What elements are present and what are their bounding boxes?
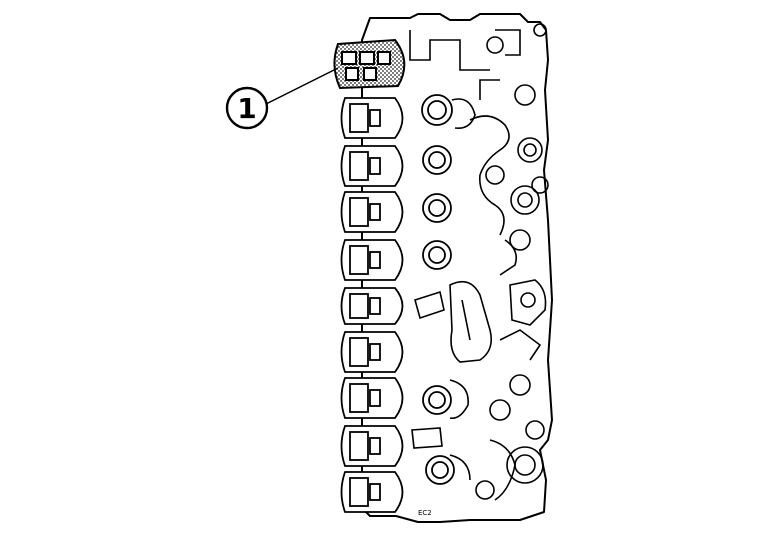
solenoid-valve [340,425,404,467]
callout-leader-line [265,67,339,105]
solenoid-valve [340,471,404,513]
solenoid-valve-stack [340,97,404,513]
solenoid-valve [340,191,404,233]
callout-number: 1 [237,92,256,125]
callout-circle [225,86,269,130]
connector-part [333,38,406,90]
solenoid-valve [340,287,404,325]
solenoid-valve [340,97,404,139]
solenoid-valve [340,239,404,281]
solenoid-bores [421,94,455,485]
solenoid-valve [340,331,404,373]
valve-body-passages [409,23,549,501]
solenoid-valve [340,145,404,187]
solenoid-valve [340,377,404,419]
valve-body [361,13,553,523]
body-marking-label: EC2 [418,509,432,517]
